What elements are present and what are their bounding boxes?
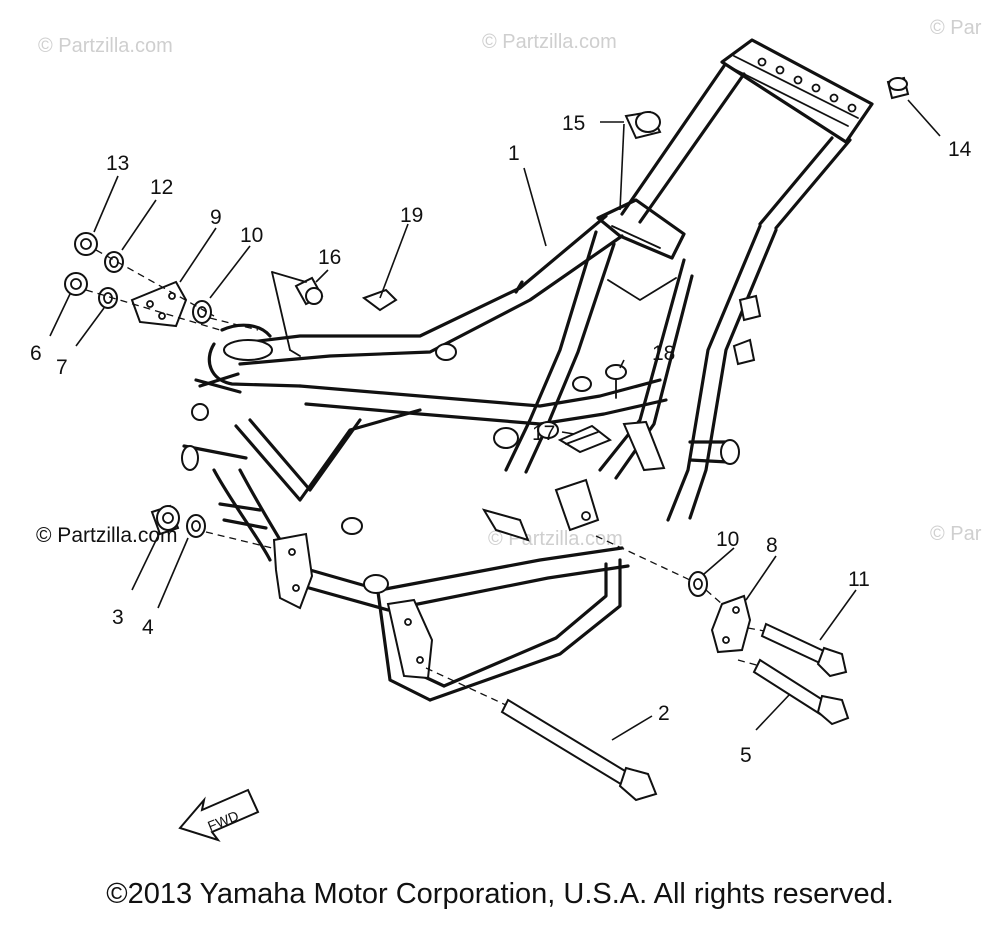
callout-4: 4: [142, 616, 154, 639]
watermark-top-right: © Par: [930, 17, 982, 39]
callout-10-left: 10: [240, 224, 263, 247]
bracket-8: [710, 594, 752, 654]
clip-19: [361, 288, 398, 312]
plug-14: [886, 76, 910, 100]
callout-12: 12: [150, 176, 173, 199]
callout-5: 5: [740, 744, 752, 767]
fwd-arrow: FWD: [178, 788, 260, 842]
screw-18: [605, 364, 627, 399]
watermark-mid-left: © Partzilla.com: [36, 524, 178, 547]
callout-3: 3: [112, 606, 124, 629]
washer-4: [186, 514, 206, 538]
collar-3: [150, 504, 180, 536]
clamp-17: [557, 424, 612, 454]
callout-10-right: 10: [716, 528, 739, 551]
washer-10-right: [688, 571, 708, 597]
nut-13: [74, 232, 98, 256]
watermark-top-center: © Partzilla.com: [482, 31, 617, 53]
callout-11: 11: [848, 568, 870, 591]
bolt-2: [500, 698, 658, 802]
bracket-9: [130, 280, 188, 328]
collar-16: [294, 276, 324, 306]
callout-17: 17: [532, 422, 555, 445]
callout-9: 9: [210, 206, 222, 229]
leader-lines: [49, 99, 941, 741]
copyright-footer: ©2013 Yamaha Motor Corporation, U.S.A. A…: [106, 878, 894, 910]
callout-8: 8: [766, 534, 778, 557]
callout-13: 13: [106, 152, 129, 175]
callout-1: 1: [508, 142, 520, 165]
watermark-top-left: © Partzilla.com: [38, 35, 173, 57]
headstock-plate: [720, 38, 874, 144]
bushing-15: [624, 110, 662, 140]
callout-16: 16: [318, 246, 341, 269]
washer-12: [104, 251, 124, 273]
callout-6: 6: [30, 342, 42, 365]
washer-10-left: [192, 300, 212, 324]
callout-14: 14: [948, 138, 972, 161]
callout-2: 2: [658, 702, 670, 725]
watermark-mid-right: © Par: [930, 523, 982, 545]
bolt-5: [752, 658, 850, 726]
nut-6: [64, 272, 88, 296]
callout-15: 15: [562, 112, 585, 135]
callout-7: 7: [56, 356, 68, 379]
callout-19: 19: [400, 204, 423, 227]
callout-18: 18: [652, 342, 675, 365]
frame-body: [181, 38, 874, 702]
bolt-11: [760, 622, 848, 678]
